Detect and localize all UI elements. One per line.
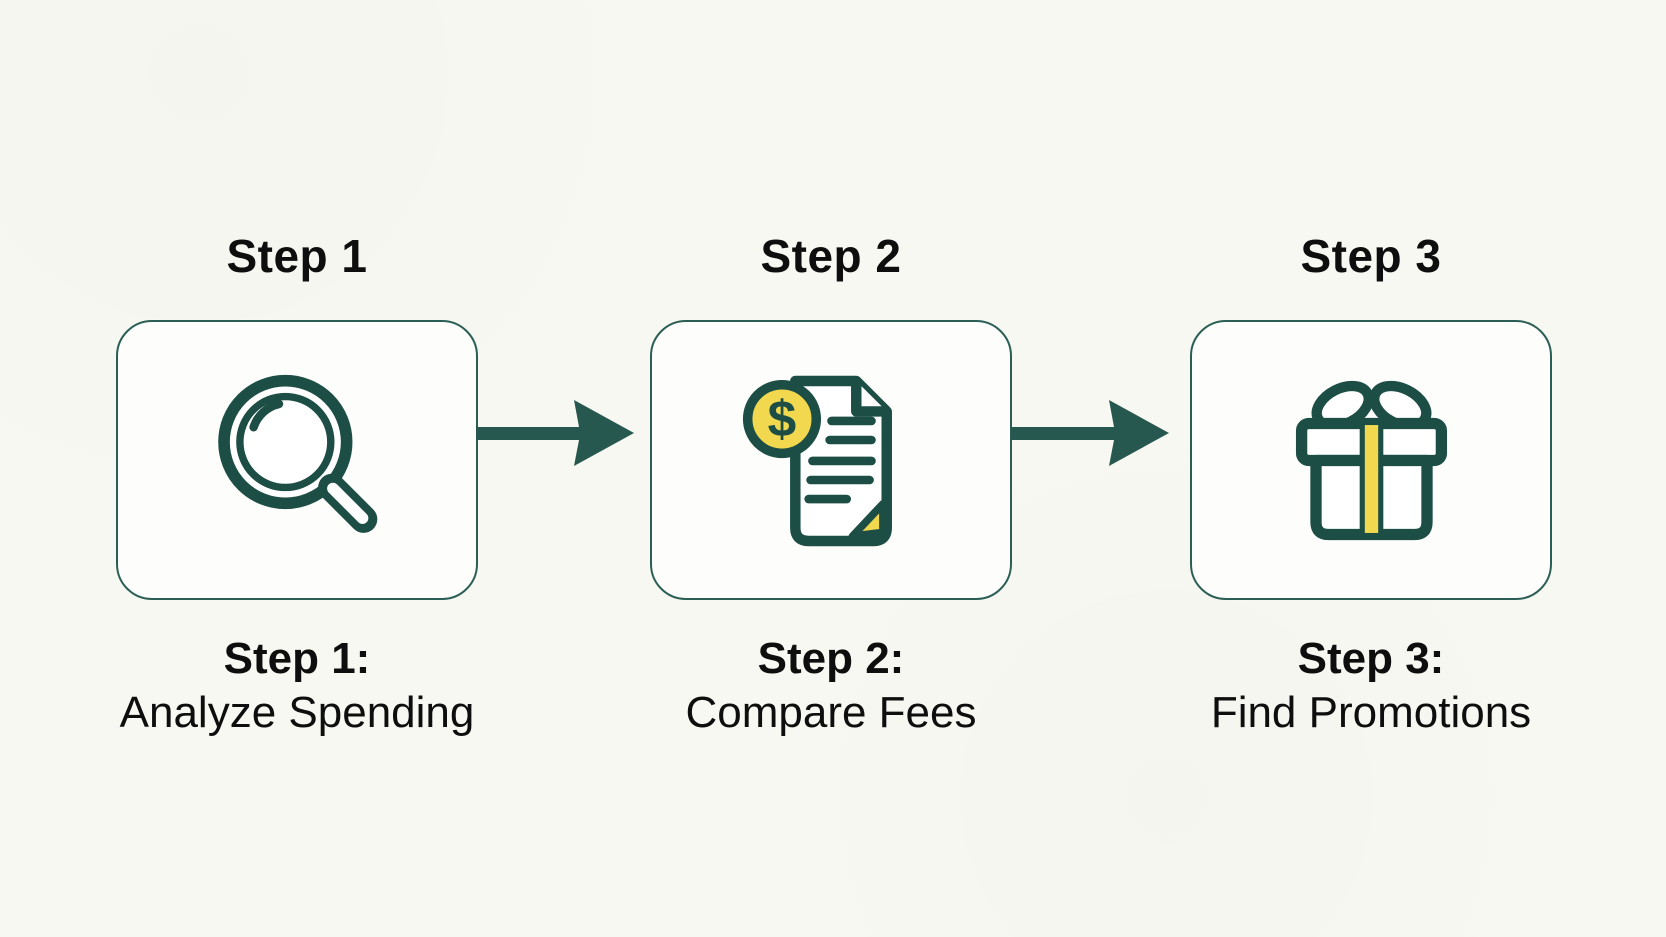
step-1-group: Step 1 Step 1: Analyze Spending	[116, 0, 478, 937]
step-1-header: Step 1	[226, 230, 368, 282]
step-3-header: Step 3	[1300, 230, 1442, 282]
step-1-caption: Step 1: Analyze Spending	[76, 632, 518, 740]
step-3-label-title: Step 3:	[1297, 634, 1445, 683]
step-2-label-subtitle: Compare Fees	[685, 688, 977, 737]
arrow-right-icon	[1011, 400, 1169, 466]
step-2-header: Step 2	[760, 230, 902, 282]
magnifier-icon	[217, 374, 377, 533]
step-2-group: Step 2 $ Step 2: Compare Fees	[650, 0, 1012, 937]
gift-icon	[1295, 380, 1447, 540]
step-3-label-subtitle: Find Promotions	[1210, 688, 1532, 737]
arrow-right-icon	[476, 400, 634, 466]
svg-text:$: $	[767, 389, 796, 447]
step-1-label-subtitle: Analyze Spending	[119, 688, 475, 737]
invoice-dollar-icon: $	[742, 375, 892, 547]
step-2-caption: Step 2: Compare Fees	[610, 632, 1052, 740]
step-3-card	[1190, 320, 1552, 600]
step-2-card: $	[650, 320, 1012, 600]
step-3-caption: Step 3: Find Promotions	[1150, 632, 1592, 740]
step-3-group: Step 3 Step 3: Find Promotions	[1190, 0, 1552, 937]
step-1-label-title: Step 1:	[223, 634, 371, 683]
step-2-label-title: Step 2:	[757, 634, 905, 683]
step-1-card	[116, 320, 478, 600]
